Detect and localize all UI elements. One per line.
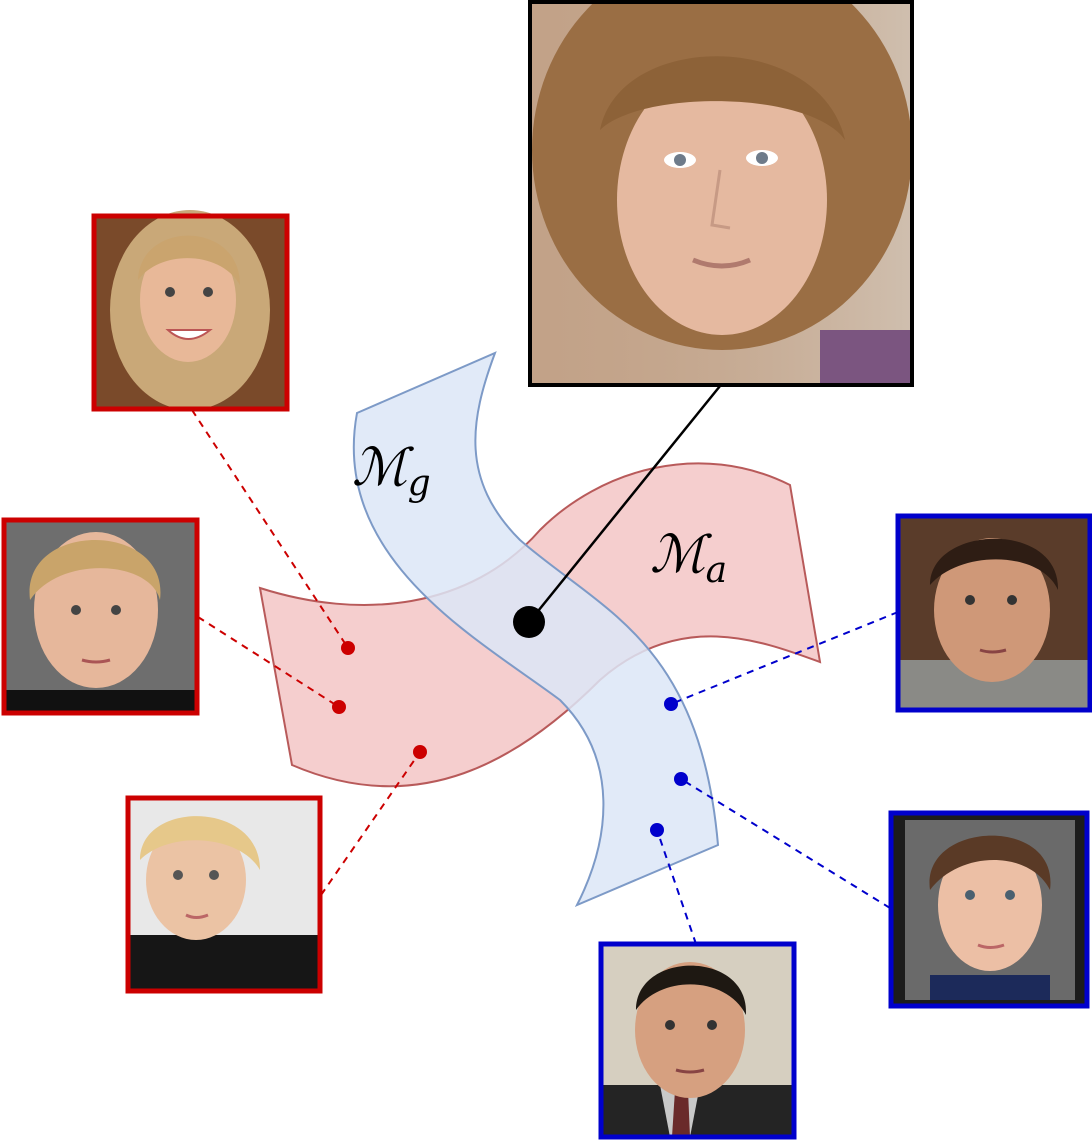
red-connector-2 bbox=[197, 616, 340, 708]
blue-connector-2 bbox=[680, 778, 891, 909]
red-connector-3 bbox=[320, 751, 421, 896]
portrait-woman-short-brown-hair-icon bbox=[888, 810, 1090, 1009]
blue-point-1 bbox=[664, 697, 678, 711]
appearance-manifold-label: ℳa bbox=[650, 525, 727, 591]
red-point-3 bbox=[413, 745, 427, 759]
query-connector bbox=[529, 385, 721, 622]
query-point bbox=[513, 606, 545, 638]
red-connector-1 bbox=[191, 409, 349, 649]
portrait-woman-short-blonde-hair-icon bbox=[1, 517, 200, 716]
portrait-dark-haired-man-icon bbox=[895, 513, 1092, 713]
blue-point-2 bbox=[674, 772, 688, 786]
blue-connector-1 bbox=[670, 611, 899, 705]
portrait-woman-brown-hair-icon bbox=[528, 0, 914, 387]
portrait-blonde-woman-black-top-icon bbox=[125, 795, 323, 994]
portrait-man-suit-tie-icon bbox=[598, 941, 797, 1140]
blue-point-3 bbox=[650, 823, 664, 837]
red-point-1 bbox=[341, 641, 355, 655]
red-point-2 bbox=[332, 700, 346, 714]
portrait-smiling-blonde-woman-icon bbox=[91, 210, 290, 412]
geometry-manifold-label: ℳg bbox=[352, 438, 431, 504]
